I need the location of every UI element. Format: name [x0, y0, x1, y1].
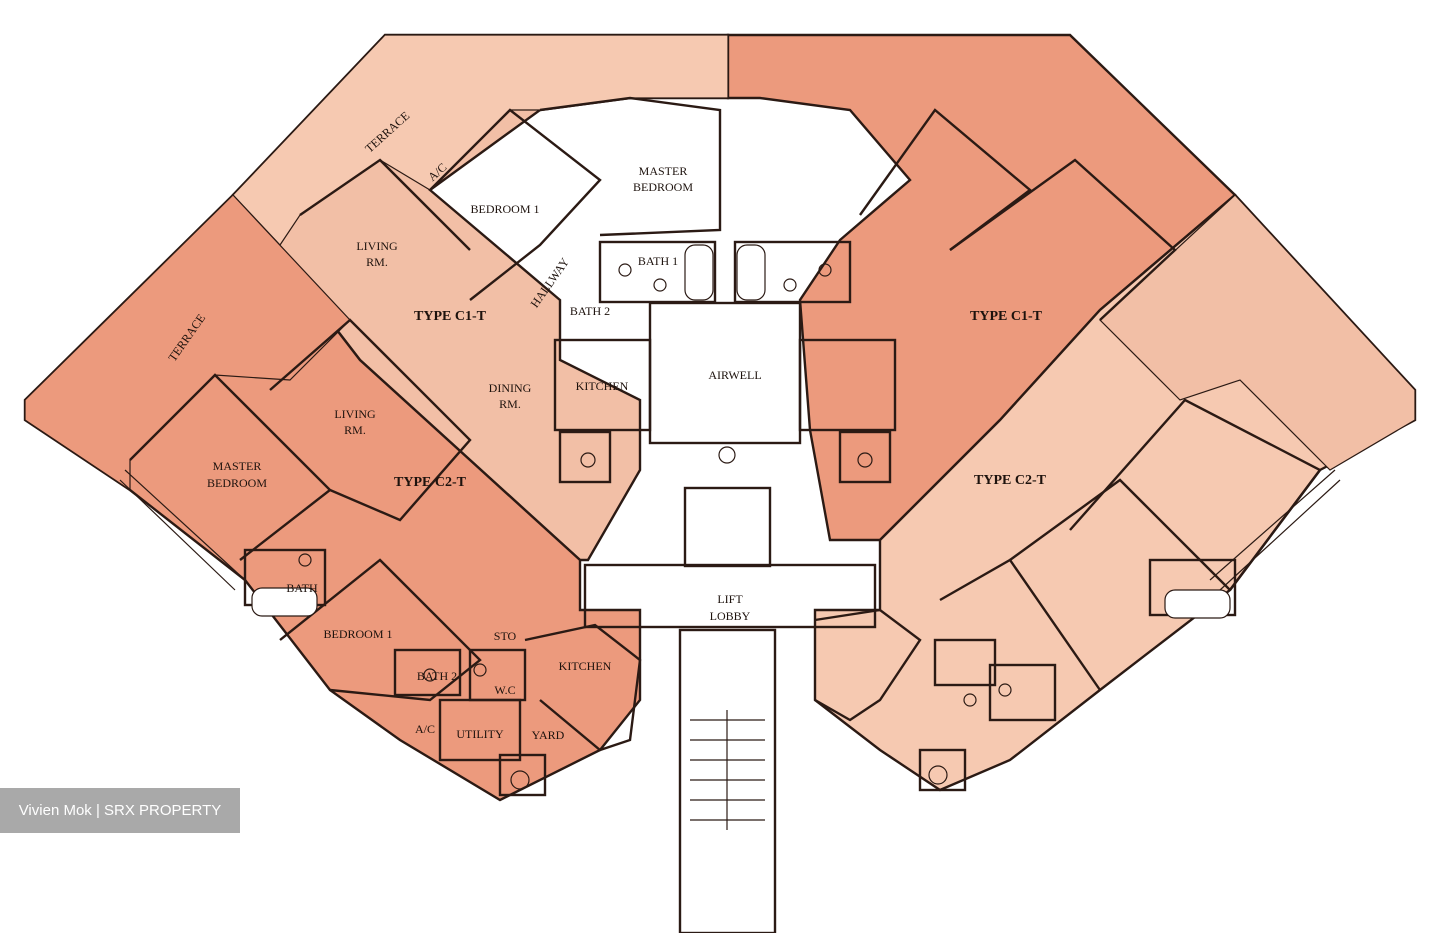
label-bath2-left: BATH 2	[417, 669, 457, 683]
label-kitchen-top: KITCHEN	[576, 379, 629, 393]
label-type-c2t-left: TYPE C2-T	[394, 475, 467, 490]
label-type-c1t-left: TYPE C1-T	[414, 309, 487, 324]
label-living-left-1: LIVING	[334, 407, 376, 421]
terrace-steps	[119, 469, 1341, 591]
label-type-c1t-right: TYPE C1-T	[970, 309, 1043, 324]
label-living-top-2: RM.	[366, 255, 388, 269]
label-master-bedroom-left-2: BEDROOM	[207, 476, 267, 490]
label-yard: YARD	[532, 728, 565, 742]
label-dining-1: DINING	[489, 381, 532, 395]
label-lift-lobby-2: LOBBY	[710, 609, 751, 623]
terrace-right-light	[1099, 194, 1416, 471]
label-dining-2: RM.	[499, 397, 521, 411]
terrace-top	[232, 34, 729, 246]
label-master-bedroom-left-1: MASTER	[213, 459, 262, 473]
label-bath-left: BATH	[286, 581, 318, 595]
stair-treads	[690, 710, 765, 830]
lift-shaft	[683, 486, 772, 568]
label-living-top-1: LIVING	[356, 239, 398, 253]
label-lift-lobby-1: LIFT	[717, 592, 743, 606]
label-bath2-top: BATH 2	[570, 304, 610, 318]
watermark: Vivien Mok | SRX PROPERTY	[0, 788, 240, 833]
label-master-bedroom-top-1: MASTER	[639, 164, 688, 178]
staircase	[678, 628, 777, 933]
label-kitchen-bottom: KITCHEN	[559, 659, 612, 673]
label-living-left-2: RM.	[344, 423, 366, 437]
label-airwell: AIRWELL	[708, 368, 761, 382]
label-type-c2t-right: TYPE C2-T	[974, 473, 1047, 488]
sanitary-fixtures	[298, 263, 1012, 790]
label-bath1: BATH 1	[638, 254, 678, 268]
bathtubs	[251, 244, 1231, 619]
partitions	[129, 96, 1322, 797]
label-wc: W.C	[494, 683, 515, 697]
label-utility: UTILITY	[456, 727, 504, 741]
label-store: STO	[494, 629, 517, 643]
label-master-bedroom-top-2: BEDROOM	[633, 180, 693, 194]
label-bedroom1-top: BEDROOM 1	[470, 202, 539, 216]
label-bedroom1-left: BEDROOM 1	[323, 627, 392, 641]
label-ac-left: A/C	[415, 722, 435, 736]
